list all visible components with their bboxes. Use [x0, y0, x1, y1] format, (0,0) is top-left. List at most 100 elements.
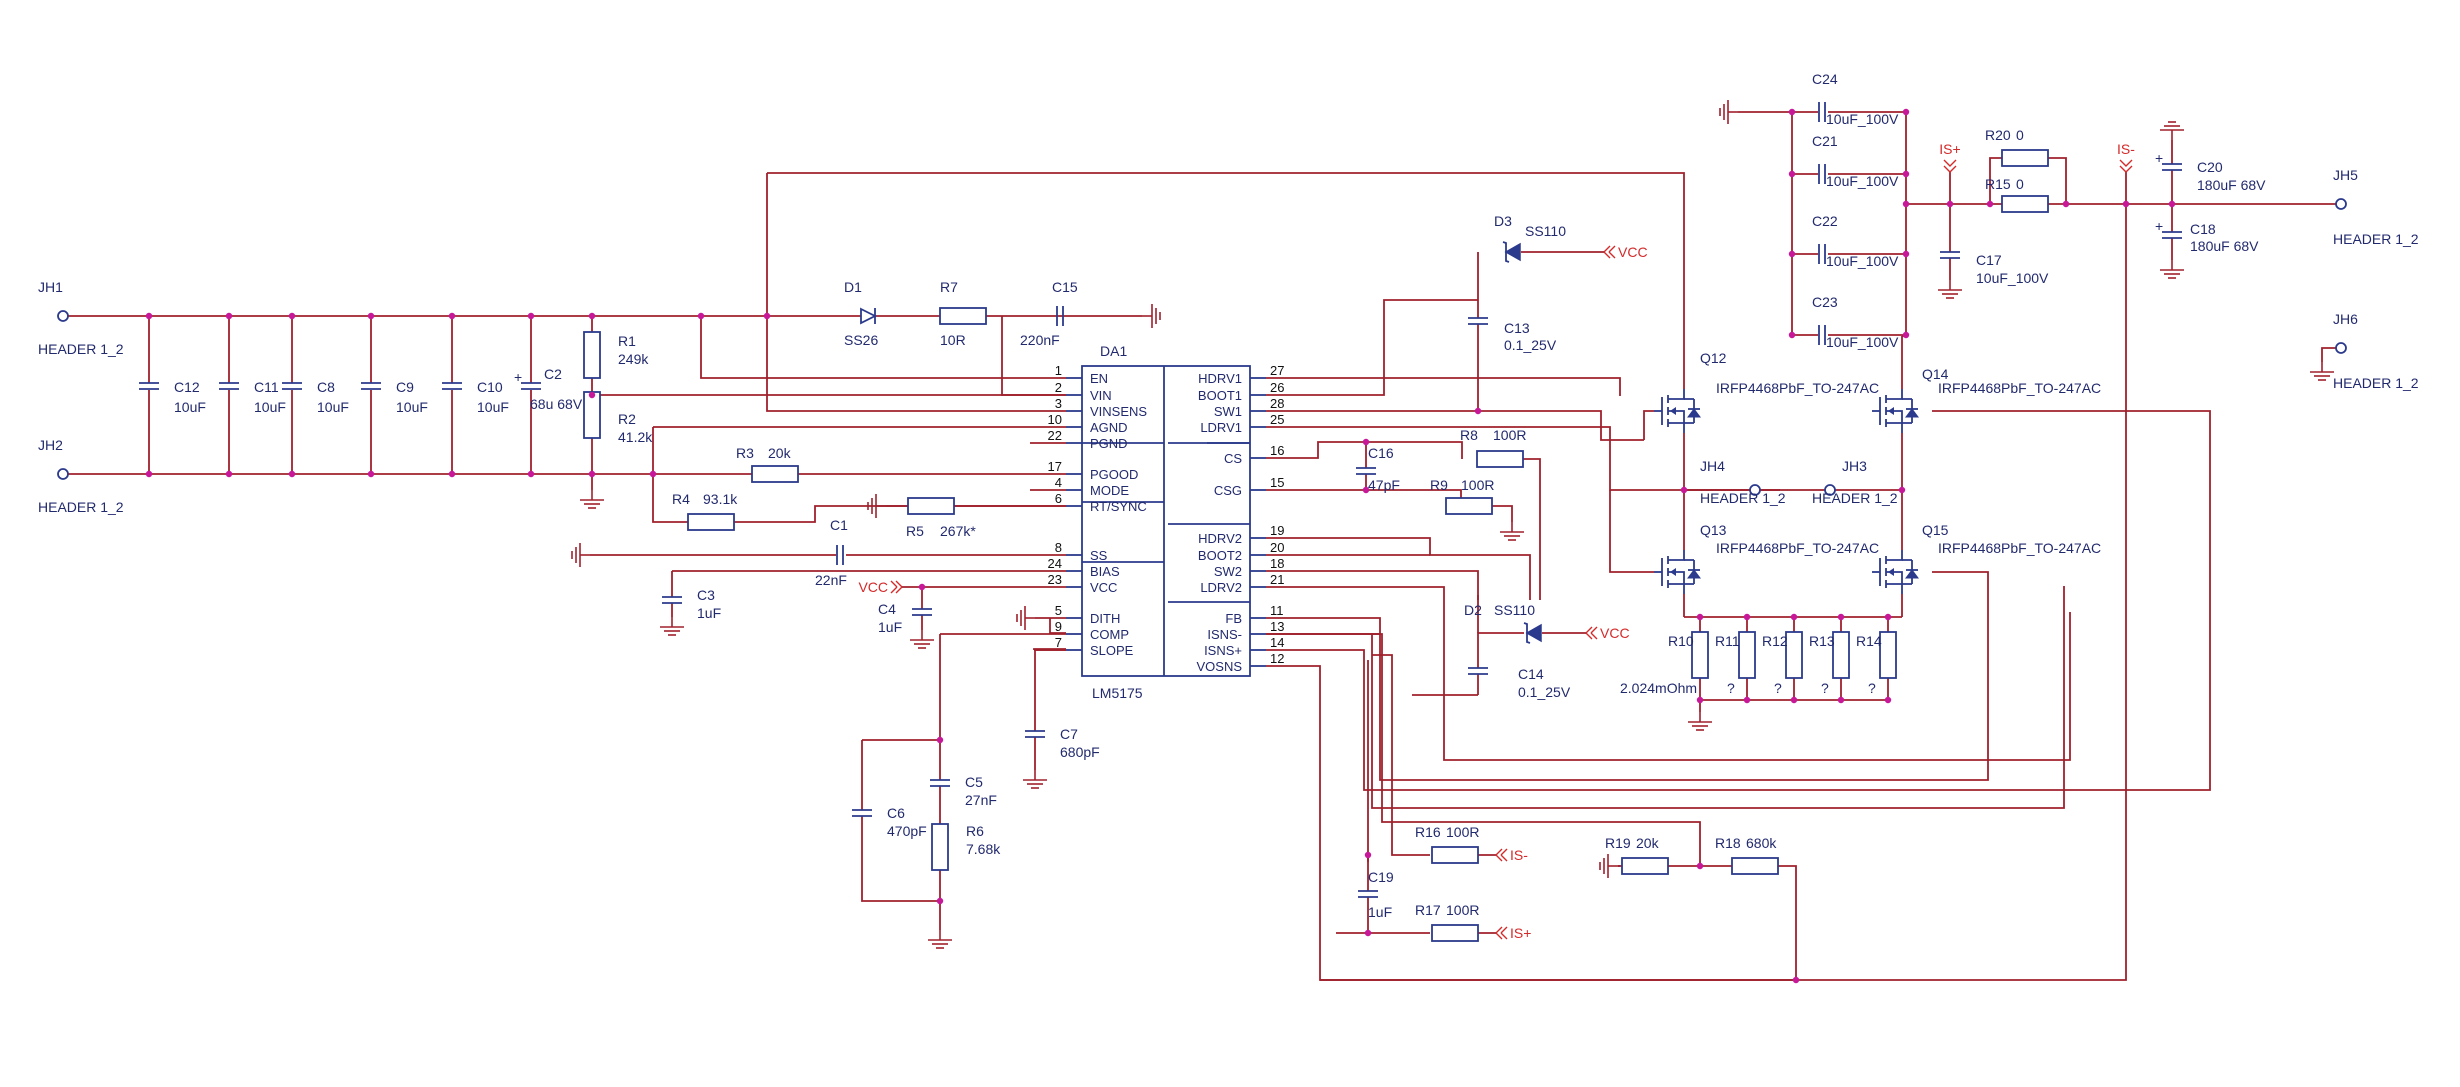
ic-pin-number: 9 [1055, 619, 1062, 634]
ground-symbol [1142, 304, 1161, 328]
junction-dot [1837, 613, 1845, 621]
ic-pin-name: SW2 [1214, 564, 1242, 579]
value-r14: ? [1868, 680, 1876, 696]
ref-r1: R1 [618, 333, 636, 349]
ref-c11: C11 [254, 379, 279, 395]
wire [1266, 633, 1701, 866]
capacitor-c9 [361, 382, 381, 390]
ic-pin-name: BOOT1 [1198, 388, 1242, 403]
junction-dot [1902, 250, 1910, 258]
value-c24: 10uF_100V [1826, 111, 1899, 127]
value-c5: 27nF [965, 792, 997, 808]
ic-pin-number: 3 [1055, 396, 1062, 411]
value-c16: 47pF [1368, 477, 1400, 493]
ic-pin-name: EN [1090, 371, 1108, 386]
ic-pin-number: 16 [1270, 443, 1284, 458]
capacitor-c8 [282, 382, 302, 390]
components: +++ [57, 100, 2347, 949]
capacitor-c22 [1818, 244, 1826, 264]
wire [1523, 458, 1541, 600]
ref-r8: R8 [1460, 427, 1478, 443]
junction-dot [225, 470, 233, 478]
junction-dot [145, 470, 153, 478]
wire [1049, 618, 1066, 634]
junction-dot [763, 312, 771, 320]
net-label-VCC: VCC [858, 579, 888, 595]
value-r16: 100R [1446, 824, 1479, 840]
ref-c24: C24 [1812, 71, 1838, 87]
junction-dot [918, 583, 926, 591]
resistor-r15 [2001, 195, 2049, 213]
value-c22: 10uF_100V [1826, 253, 1899, 269]
ic-pin-number: 23 [1048, 572, 1062, 587]
value-r7: 10R [940, 332, 966, 348]
resistor-r11 [1738, 631, 1756, 679]
junction-dot [1696, 613, 1704, 621]
ic-pin-number: 12 [1270, 651, 1284, 666]
junction-dot [1362, 486, 1370, 494]
junction-dot [1902, 331, 1910, 339]
value-r20: 0 [2016, 127, 2024, 143]
ic-pin-name: DITH [1090, 611, 1120, 626]
junction-dot [1364, 929, 1372, 937]
ic-pin-number: 5 [1055, 603, 1062, 618]
junction-dot [2168, 200, 2176, 208]
value-c11: 10uF [254, 399, 286, 415]
ground-symbol [2310, 362, 2334, 381]
ic-pin-name: VOSNS [1196, 659, 1242, 674]
ic-pin-name: ISNS- [1207, 627, 1242, 642]
ref-jh2: JH2 [38, 437, 63, 453]
ref-d2: D2 [1464, 602, 1482, 618]
ic-pin-number: 28 [1270, 396, 1284, 411]
ref-r12: R12 [1762, 633, 1788, 649]
junction-dot [1696, 696, 1704, 704]
ref-jh5: JH5 [2333, 167, 2358, 183]
ref-jh6: JH6 [2333, 311, 2358, 327]
ic-pin-name: PGND [1090, 436, 1128, 451]
svg-text:+: + [2155, 150, 2163, 166]
ic-pin-name: FB [1225, 611, 1242, 626]
value-r11: ? [1727, 680, 1735, 696]
ground-symbol [928, 930, 952, 949]
capacitor-c4 [912, 608, 932, 616]
ic-pin-number: 25 [1270, 412, 1284, 427]
junction-dot [1788, 170, 1796, 178]
value-r19: 20k [1636, 835, 1660, 851]
value-c20: 180uF 68V [2197, 177, 2266, 193]
ground-symbol [867, 494, 886, 518]
header-pin-jh5 [2335, 198, 2347, 210]
net-label-IS-: IS- [1510, 847, 1528, 863]
wire [1932, 410, 2211, 424]
net-label-VCC: VCC [1600, 625, 1630, 641]
resistor-r7 [939, 307, 987, 325]
ic-ref: DA1 [1100, 343, 1127, 359]
value-r13: ? [1821, 680, 1829, 696]
capacitor-c17 [1940, 251, 1960, 259]
capacitor-c15 [1056, 306, 1064, 326]
ref-c19: C19 [1368, 869, 1394, 885]
ref-r6: R6 [966, 823, 984, 839]
ref-d3: D3 [1494, 213, 1512, 229]
wire [1266, 410, 1644, 441]
ic-pin-name: AGND [1090, 420, 1128, 435]
net-label-IS+: IS+ [1939, 141, 1960, 157]
ref-r7: R7 [940, 279, 958, 295]
capacitor-c14 [1468, 667, 1488, 675]
ic-pin-name: CSG [1214, 483, 1242, 498]
ground-symbol [1500, 522, 1524, 541]
resistor-r9 [1445, 497, 1493, 515]
capacitor-c21 [1818, 164, 1826, 184]
svg-text:+: + [2155, 218, 2163, 234]
value-jh6: HEADER 1_2 [2333, 375, 2419, 391]
ic-pin-name: SLOPE [1090, 643, 1134, 658]
ic-pin-number: 7 [1055, 635, 1062, 650]
value-r8: 100R [1493, 427, 1526, 443]
ref-c17: C17 [1976, 252, 2002, 268]
ic-pin-name: HDRV1 [1198, 371, 1242, 386]
ic-pin-number: 19 [1270, 523, 1284, 538]
ref-r18: R18 [1715, 835, 1741, 851]
capacitor-c11 [219, 382, 239, 390]
value-c3: 1uF [697, 605, 721, 621]
